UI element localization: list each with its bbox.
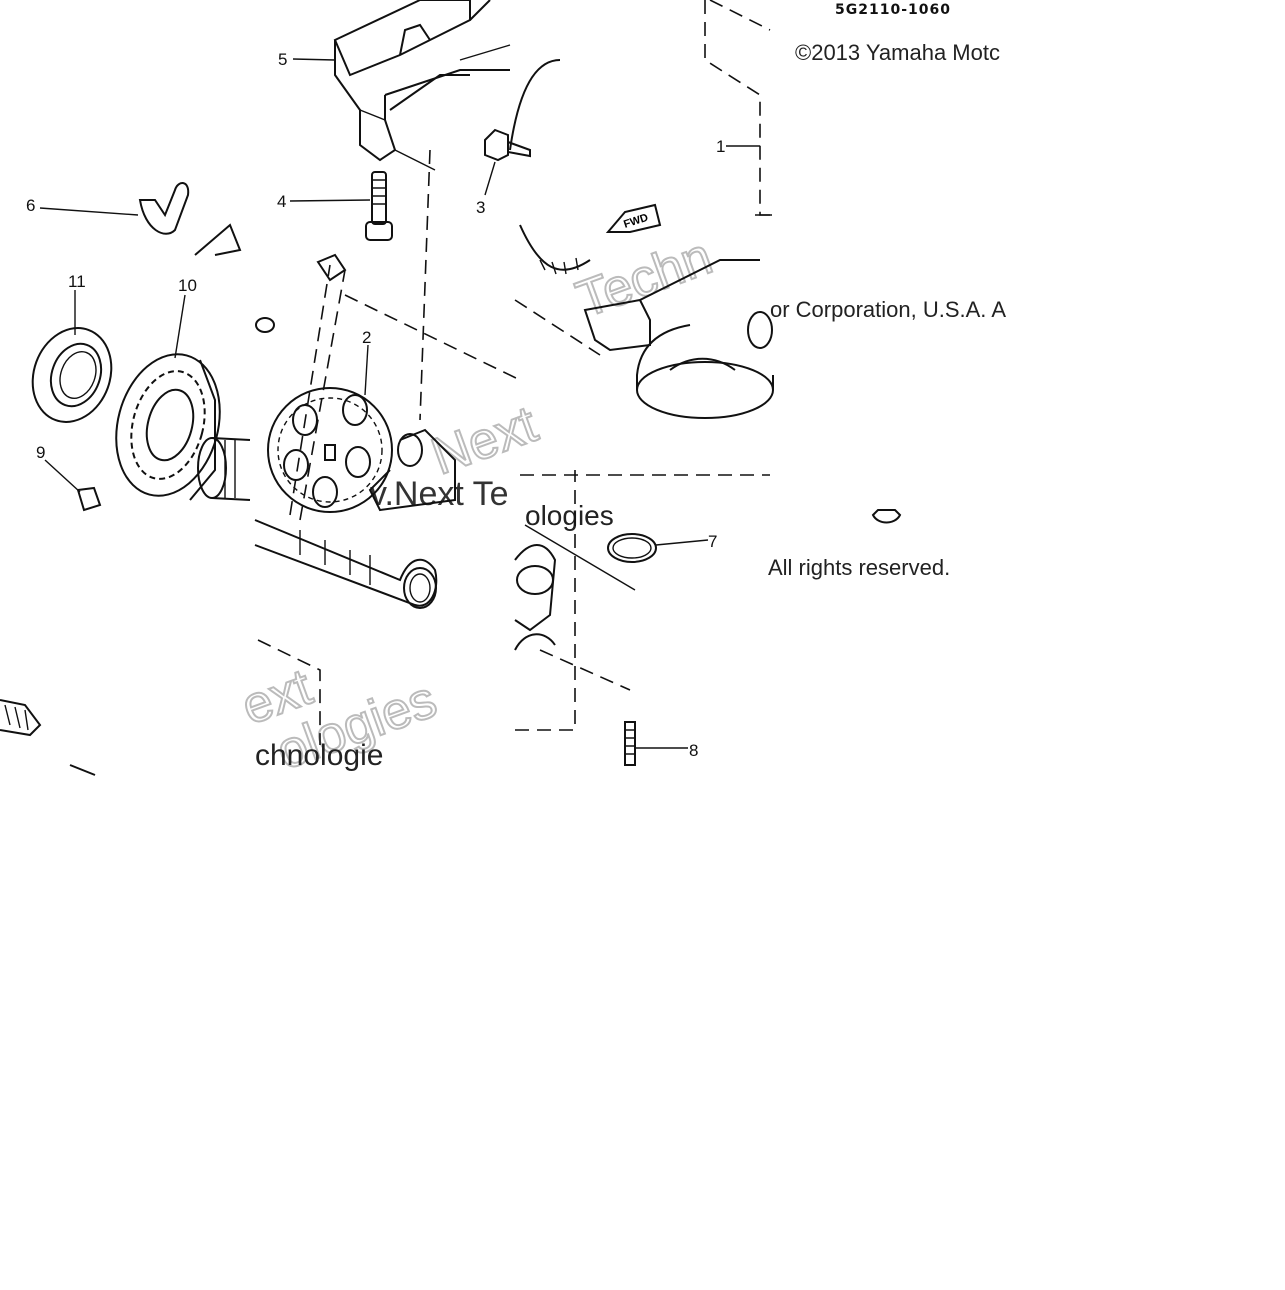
bolt-part-4	[365, 171, 393, 241]
assembly-frame-part-1	[704, 0, 772, 216]
oil-pump-housing	[509, 59, 774, 419]
chain-guide	[289, 149, 521, 521]
callout-3: 3	[476, 198, 485, 217]
fwd-arrow-tag: FWD	[605, 203, 662, 233]
callout-7: 7	[708, 532, 717, 551]
watermark-text: Techn	[569, 227, 719, 329]
o-ring-part-7	[607, 533, 657, 563]
bolt-part-8	[624, 721, 636, 766]
callout-10: 10	[178, 276, 197, 295]
ring-part	[255, 317, 275, 333]
callout-labels: 1 2 3 4 5 6 7 8 9 10 11 5G2110-1060	[26, 2, 951, 760]
strainer-housing	[514, 470, 770, 731]
callout-4: 4	[277, 192, 286, 211]
bracket-part-5	[333, 0, 511, 162]
shaft-stub	[197, 437, 251, 501]
watermark-layer: Techn v.Next Te ext ologies chnologie Ne…	[233, 226, 720, 782]
watermark-text: v.Next Te	[370, 475, 509, 513]
clip-part-6	[138, 182, 242, 256]
gear-fragment-bottom	[0, 699, 96, 776]
callout-8: 8	[689, 741, 698, 760]
small-nut-right	[871, 509, 902, 524]
callout-9: 9	[36, 443, 45, 462]
watermark-text: Next	[424, 395, 545, 486]
copyright-line-3: All rights reserved.	[768, 555, 951, 580]
leader-lines	[39, 58, 760, 749]
gear-part-10	[115, 353, 221, 501]
callout-5: 5	[278, 50, 287, 69]
watermark-text: ologies	[525, 500, 614, 531]
callout-11: 11	[68, 272, 86, 291]
pump-body	[368, 428, 456, 512]
nut-part-9	[76, 486, 102, 512]
part-code-label: 5G2110-1060	[835, 2, 951, 18]
copyright-line-2: or Corporation, U.S.A. A	[770, 297, 1006, 322]
stud-part-3	[484, 128, 531, 162]
drive-shaft	[254, 519, 438, 745]
copyright-line-1: ©2013 Yamaha Motc	[795, 40, 1000, 65]
callout-6: 6	[26, 196, 35, 215]
oil-seal-part-11	[31, 327, 113, 423]
callout-2: 2	[362, 328, 371, 347]
callout-1: 1	[716, 137, 725, 156]
sprocket-part-2	[267, 387, 393, 513]
